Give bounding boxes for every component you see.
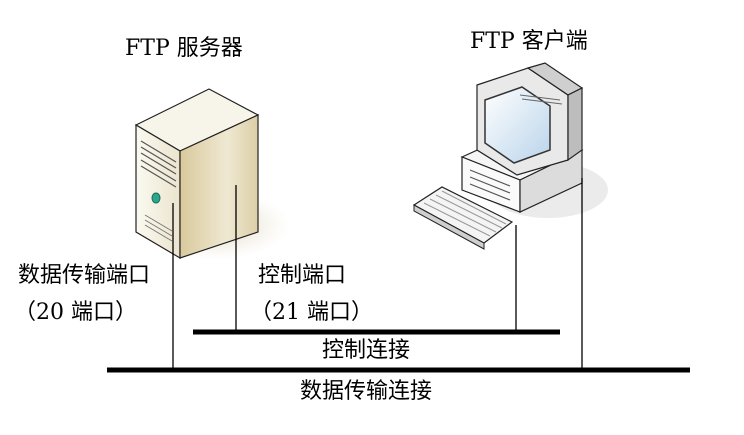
server-title: FTP 服务器	[125, 36, 243, 61]
client-monitor-side	[567, 87, 583, 162]
keyboard-front-edge	[413, 204, 485, 250]
server-side-face	[179, 114, 259, 259]
server-vents	[144, 214, 173, 242]
control-port-label: 控制端口	[258, 263, 347, 288]
client-screen	[484, 86, 551, 164]
client-drive-slots	[469, 169, 511, 201]
desktop-computer-icon	[460, 62, 608, 218]
server-tower-icon	[134, 88, 290, 260]
control-port-number: （21 端口）	[250, 300, 373, 325]
data-port-number: （20 端口）	[14, 300, 137, 325]
client-title: FTP 客户端	[470, 29, 588, 54]
server-drive-bays	[140, 140, 177, 188]
control-connection-label: 控制连接	[322, 338, 411, 363]
server-power-led	[151, 192, 161, 204]
keyboard-icon	[412, 186, 514, 250]
data-port-label: 数据传输端口	[18, 263, 151, 288]
client-monitor-vents	[519, 94, 563, 105]
data-connection-label: 数据传输连接	[300, 379, 433, 404]
keyboard-keys	[423, 190, 507, 237]
